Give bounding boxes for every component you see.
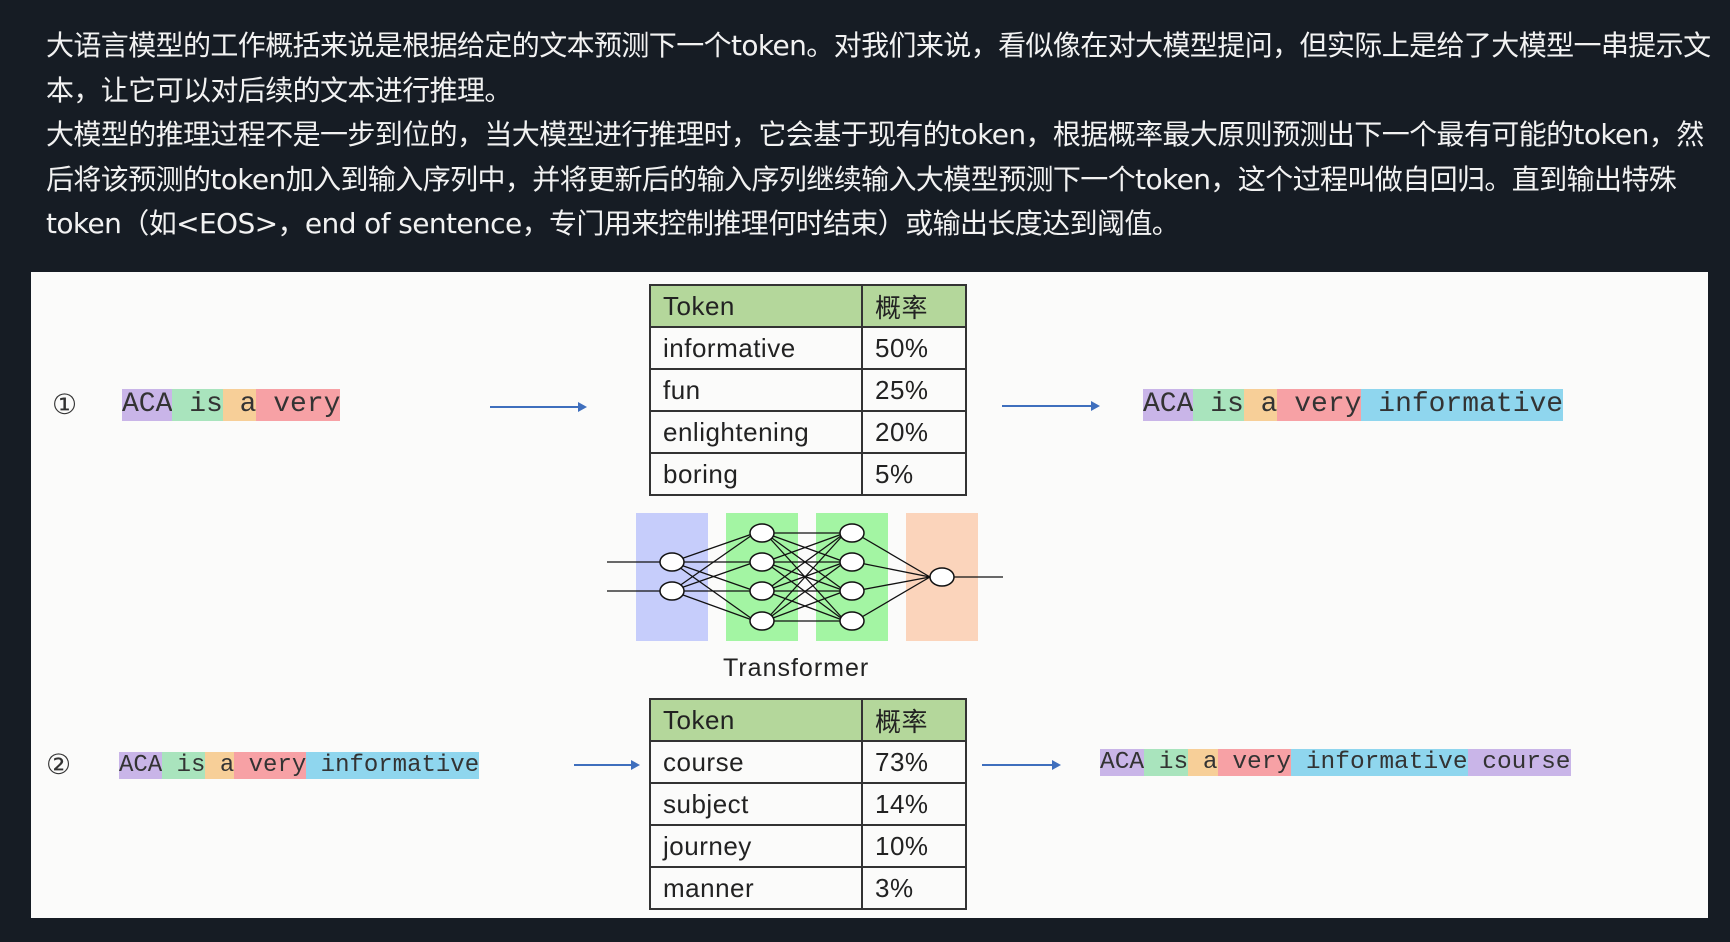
token-chip: very bbox=[1217, 749, 1292, 776]
token-chip: ACA bbox=[1143, 389, 1194, 421]
token-chip: informative bbox=[1291, 749, 1468, 776]
token-chip: course bbox=[1467, 749, 1571, 776]
token-cell: informative bbox=[649, 326, 863, 370]
probability-cell: 73% bbox=[861, 740, 967, 784]
token-cell: subject bbox=[649, 782, 863, 826]
step-1-marker: ① bbox=[52, 389, 78, 420]
token-chip: is bbox=[162, 752, 206, 779]
intro-paragraph-1: 大语言模型的工作概括来说是根据给定的文本预测下一个token。对我们来说，看似像… bbox=[46, 29, 1711, 107]
token-chip: ACA bbox=[122, 389, 173, 421]
token-chip: a bbox=[1243, 389, 1278, 421]
probability-cell: 20% bbox=[861, 410, 967, 454]
token-chip: a bbox=[1188, 749, 1218, 776]
token-chip: is bbox=[1144, 749, 1189, 776]
intro-paragraph-2: 大模型的推理过程不是一步到位的，当大模型进行推理时，它会基于现有的token，根… bbox=[46, 118, 1704, 240]
probability-cell: 3% bbox=[861, 866, 967, 910]
header-probability: 概率 bbox=[861, 698, 967, 742]
probability-cell: 25% bbox=[861, 368, 967, 412]
intro-text: 大语言模型的工作概括来说是根据给定的文本预测下一个token。对我们来说，看似像… bbox=[46, 24, 1726, 247]
arrow-icon bbox=[982, 760, 1061, 770]
token-cell: boring bbox=[649, 452, 863, 496]
arrow-icon bbox=[574, 760, 640, 770]
header-token: Token bbox=[649, 284, 863, 328]
header-probability: 概率 bbox=[861, 284, 967, 328]
step-2-input-tokens: ACA is a very informative bbox=[119, 752, 480, 779]
token-cell: fun bbox=[649, 368, 863, 412]
token-chip: ACA bbox=[119, 752, 163, 779]
step-2-output-tokens: ACA is a very informative course bbox=[1100, 749, 1571, 776]
token-cell: enlightening bbox=[649, 410, 863, 454]
probability-cell: 14% bbox=[861, 782, 967, 826]
token-chip: informative bbox=[306, 752, 480, 779]
token-cell: journey bbox=[649, 824, 863, 868]
token-chip: very bbox=[234, 752, 307, 779]
token-cell: manner bbox=[649, 866, 863, 910]
token-chip: very bbox=[1277, 389, 1362, 421]
token-chip: is bbox=[172, 389, 223, 421]
token-chip: very bbox=[256, 389, 341, 421]
token-chip: informative bbox=[1361, 389, 1564, 421]
header-token: Token bbox=[649, 698, 863, 742]
step-1-input-tokens: ACA is a very bbox=[122, 389, 341, 421]
token-chip: a bbox=[222, 389, 257, 421]
probability-cell: 10% bbox=[861, 824, 967, 868]
token-chip: a bbox=[205, 752, 235, 779]
step-1-output-tokens: ACA is a very informative bbox=[1143, 389, 1564, 421]
step-2-marker: ② bbox=[46, 749, 72, 780]
token-cell: course bbox=[649, 740, 863, 784]
arrow-icon bbox=[490, 402, 587, 412]
token-chip: is bbox=[1193, 389, 1244, 421]
arrow-icon bbox=[1002, 401, 1100, 411]
token-chip: ACA bbox=[1100, 749, 1145, 776]
probability-cell: 5% bbox=[861, 452, 967, 496]
probability-cell: 50% bbox=[861, 326, 967, 370]
transformer-label: Transformer bbox=[723, 654, 870, 682]
transformer-network-icon bbox=[607, 513, 1003, 641]
